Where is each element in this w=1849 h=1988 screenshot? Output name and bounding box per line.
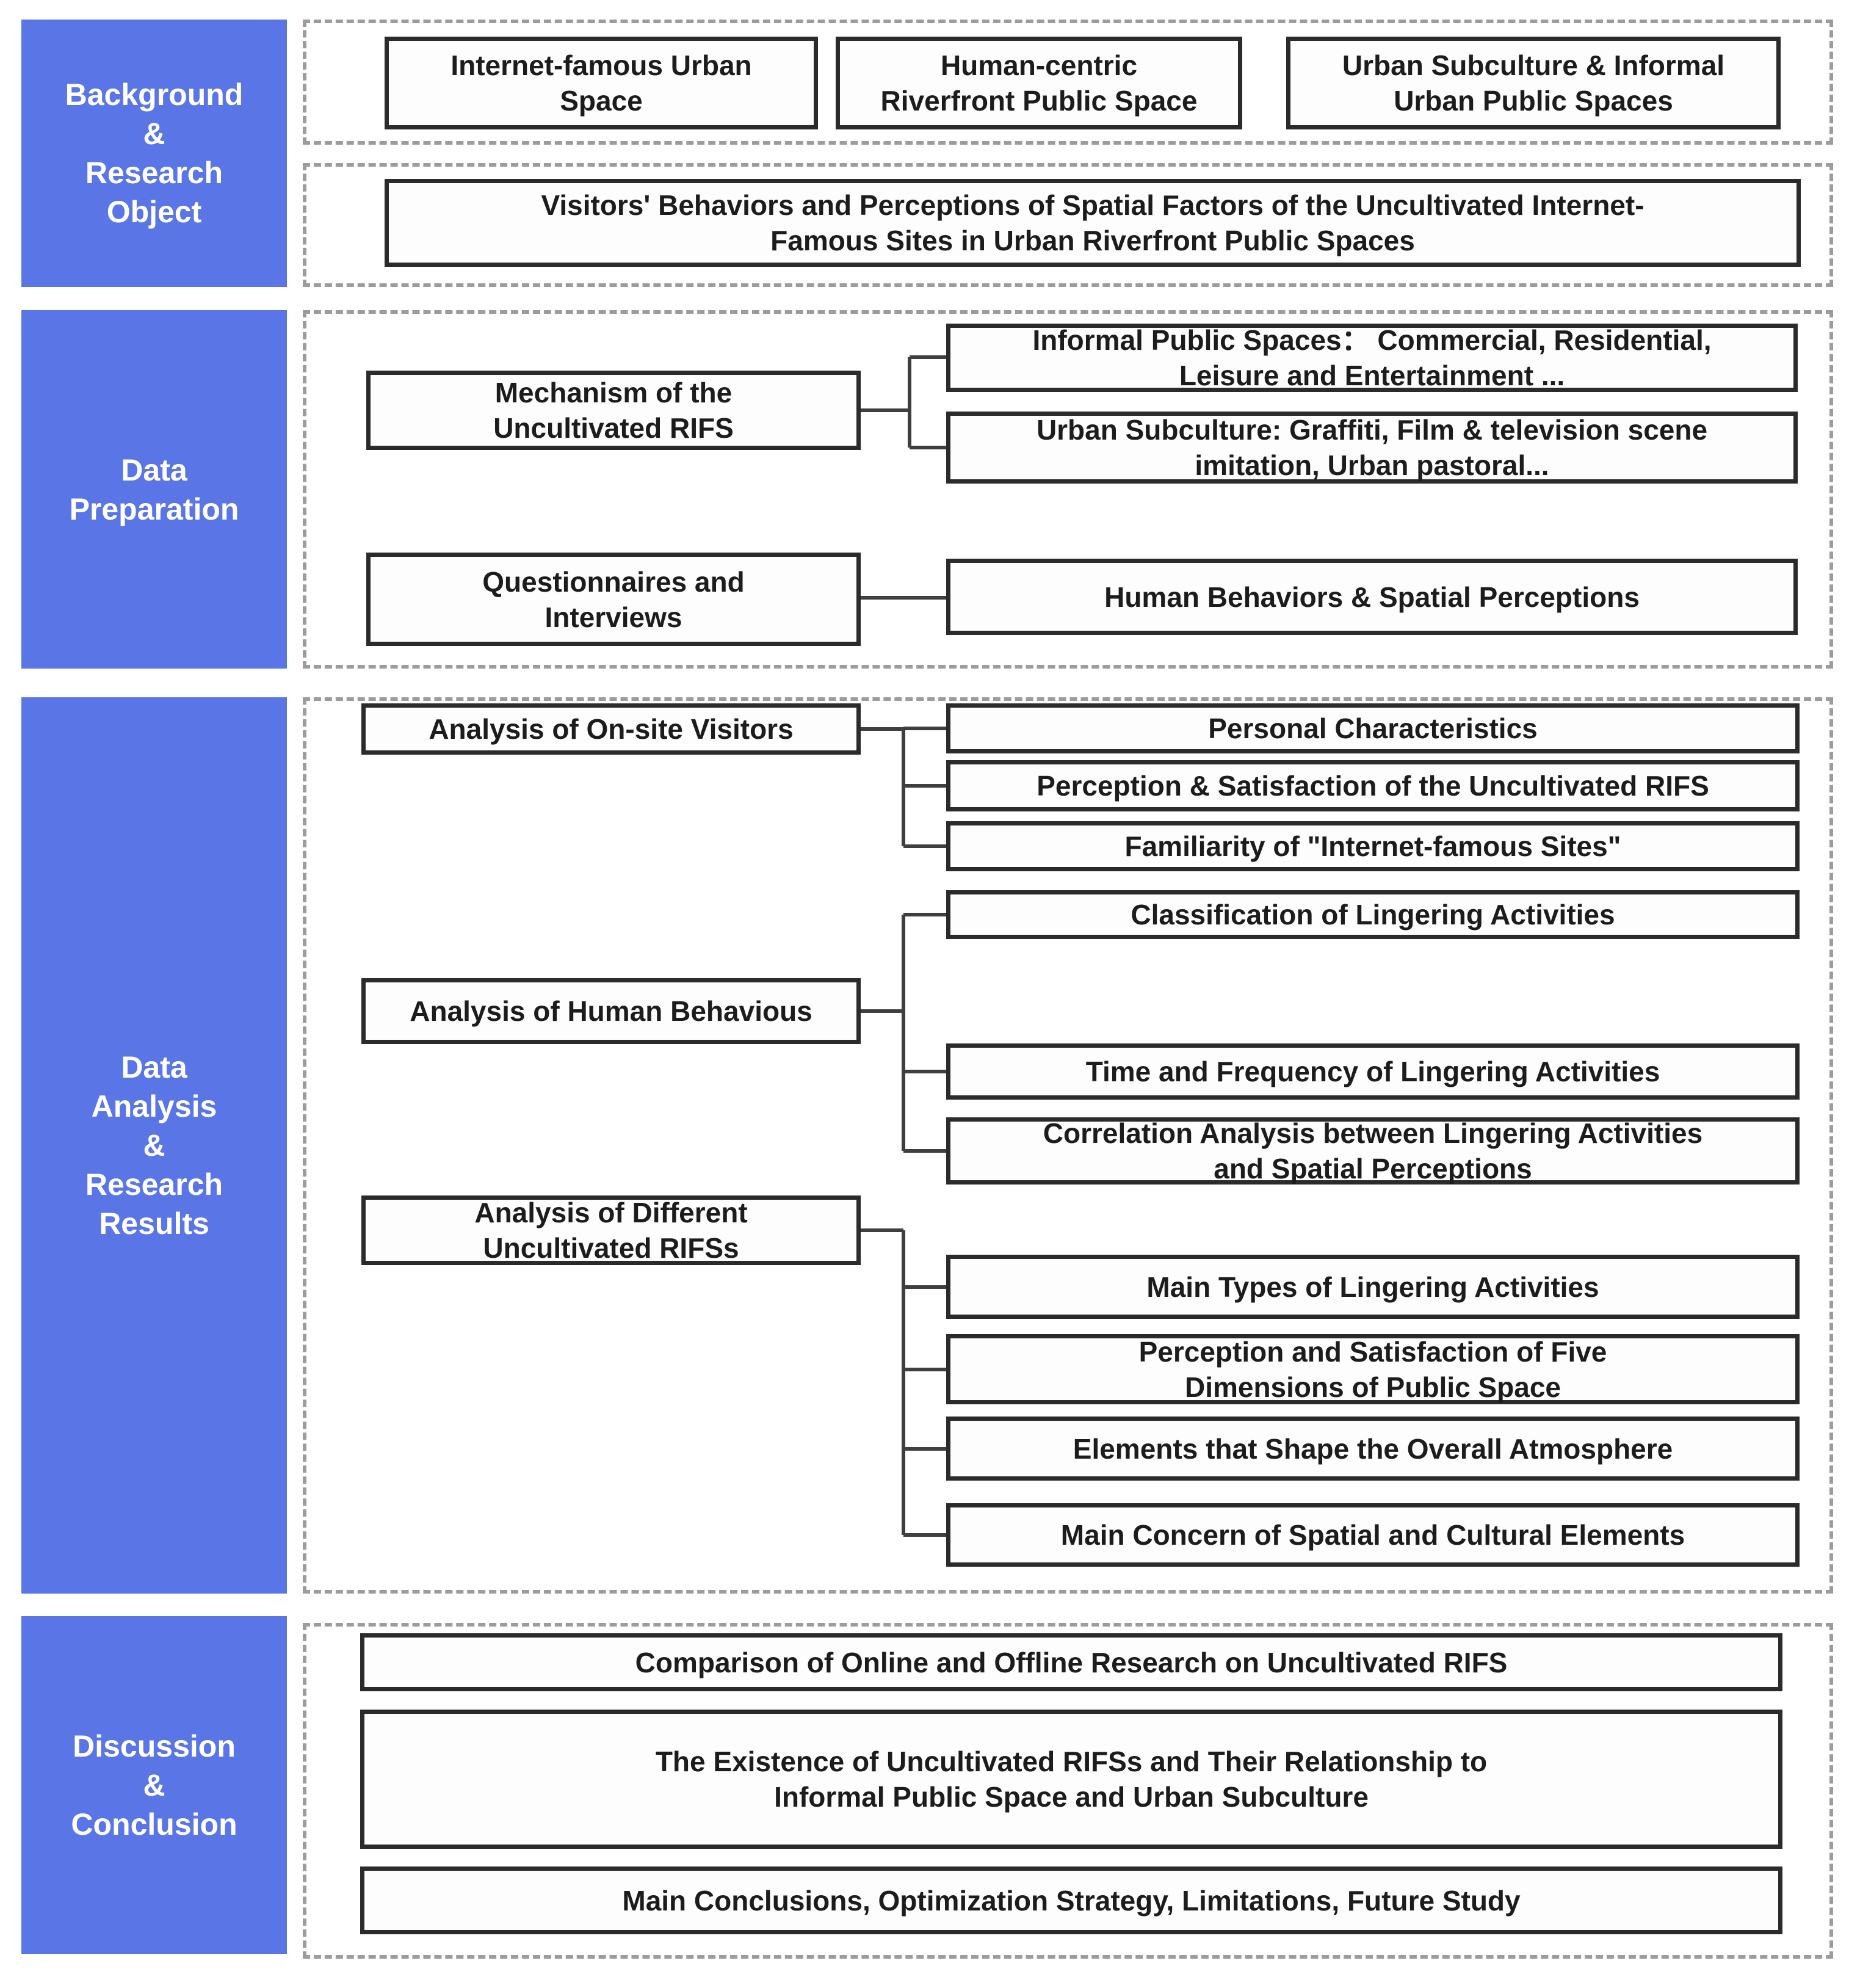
concept-box-human-centric-riverfront: Human-centric Riverfront Public Space (836, 37, 1242, 129)
concept-box-internet-famous-urban-space: Internet-famous Urban Space (385, 37, 818, 129)
result-box-correlation-analysis: Correlation Analysis between Lingering A… (946, 1117, 1800, 1184)
result-box-main-types-lingering-activities: Main Types of Lingering Activities (946, 1255, 1800, 1319)
output-box-urban-subculture: Urban Subculture: Graffiti, Film & telev… (946, 412, 1798, 484)
conclusion-box-comparison-online-offline: Comparison of Online and Offline Researc… (360, 1633, 1782, 1691)
conclusion-box-existence-uncultivated-rifss: The Existence of Uncultivated RIFSs and … (360, 1710, 1782, 1849)
analysis-box-human-behavious: Analysis of Human Behavious (361, 978, 861, 1044)
container-research-object (303, 163, 1833, 287)
container-data-analysis (303, 697, 1833, 1594)
concept-box-urban-subculture-informal: Urban Subculture & Informal Urban Public… (1286, 37, 1781, 129)
analysis-box-on-site-visitors: Analysis of On-site Visitors (361, 703, 861, 755)
section-header-background-research-object: Background & Research Object (21, 20, 287, 287)
container-data-preparation (303, 310, 1833, 669)
result-box-familiarity-internet-famous-sites: Familiarity of "Internet-famous Sites" (946, 821, 1800, 871)
container-background-concepts (303, 20, 1833, 145)
result-box-elements-overall-atmosphere: Elements that Shape the Overall Atmosphe… (946, 1417, 1800, 1481)
research-object-box: Visitors' Behaviors and Perceptions of S… (385, 179, 1801, 267)
result-box-personal-characteristics: Personal Characteristics (946, 703, 1800, 753)
result-box-main-concern-spatial-cultural: Main Concern of Spatial and Cultural Ele… (946, 1503, 1800, 1567)
section-header-data-analysis-research-results: Data Analysis & Research Results (21, 697, 287, 1594)
output-box-human-behaviors-spatial-perceptions: Human Behaviors & Spatial Perceptions (946, 559, 1798, 635)
method-box-mechanism-uncultivated-rifs: Mechanism of the Uncultivated RIFS (366, 371, 861, 450)
result-box-perception-five-dimensions: Perception and Satisfaction of Five Dime… (946, 1334, 1800, 1404)
result-box-perception-satisfaction-rifs: Perception & Satisfaction of the Unculti… (946, 760, 1800, 811)
result-box-time-frequency-lingering-activities: Time and Frequency of Lingering Activiti… (946, 1043, 1800, 1100)
output-box-informal-public-spaces: Informal Public Spaces： Commercial, Resi… (946, 324, 1798, 392)
container-discussion-conclusion (303, 1623, 1833, 1959)
analysis-box-different-uncultivated-rifss: Analysis of Different Uncultivated RIFSs (361, 1195, 861, 1265)
result-box-classification-lingering-activities: Classification of Lingering Activities (946, 890, 1800, 939)
conclusion-box-main-conclusions: Main Conclusions, Optimization Strategy,… (360, 1866, 1782, 1934)
section-header-discussion-conclusion: Discussion & Conclusion (21, 1616, 287, 1954)
method-box-questionnaires-interviews: Questionnaires and Interviews (366, 553, 861, 646)
section-header-data-preparation: Data Preparation (21, 310, 287, 669)
